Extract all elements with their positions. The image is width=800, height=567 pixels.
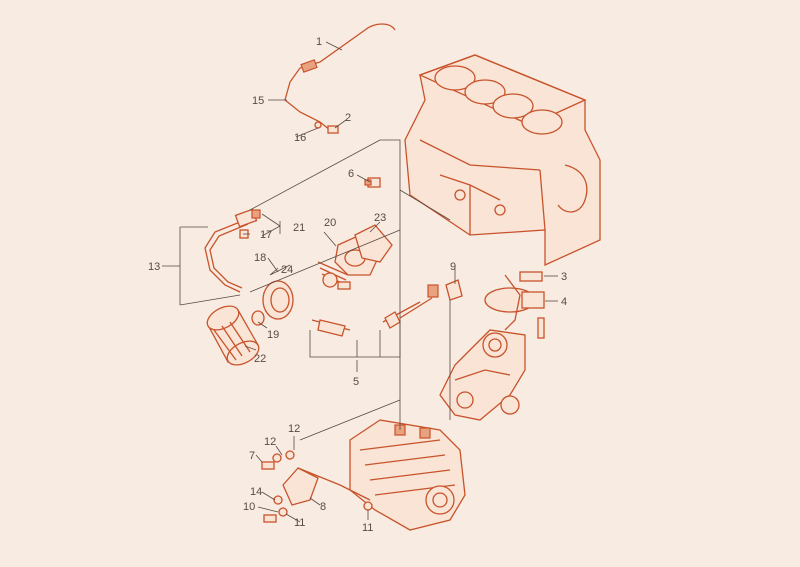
callout-8: 8	[320, 501, 326, 513]
callout-3: 3	[561, 271, 567, 283]
callout-19: 19	[267, 329, 279, 341]
callout-2: 2	[345, 112, 351, 124]
callout-15: 15	[252, 95, 264, 107]
callout-20: 20	[324, 217, 336, 229]
callout-5: 5	[353, 376, 359, 388]
callout-7: 7	[249, 450, 255, 462]
callout-22: 22	[254, 353, 266, 365]
sensor	[364, 177, 381, 188]
oil-strainer	[484, 271, 545, 339]
callout-12-left: 12	[264, 436, 276, 448]
callout-16: 16	[294, 132, 306, 144]
callout-9: 9	[450, 261, 456, 273]
callout-11-pump: 11	[362, 522, 373, 534]
callout-11-bracket: 11	[294, 517, 305, 529]
callout-23: 23	[374, 212, 386, 224]
callout-10: 10	[243, 501, 255, 513]
callout-24: 24	[281, 264, 293, 276]
pump-bracket	[261, 450, 373, 523]
injection-pipe	[284, 23, 396, 134]
fuel-injection-pump	[349, 419, 466, 531]
callout-18: 18	[254, 252, 266, 264]
banjo-fitting	[445, 279, 463, 301]
engine-block	[404, 54, 601, 267]
oil-pipe	[204, 208, 261, 293]
callout-17: 17	[260, 229, 272, 241]
callout-21: 21	[293, 222, 305, 234]
coolant-hose	[311, 284, 439, 337]
thermostat-housing	[317, 224, 393, 290]
callout-14: 14	[250, 486, 262, 498]
callout-labels: 1 2 3 4 5 6 7 8 9 10 11 11 12 12 13 14 1…	[148, 36, 567, 534]
oil-filter	[206, 305, 260, 366]
leader-lines	[162, 41, 558, 523]
oil-filter-head	[251, 280, 294, 326]
callout-1: 1	[316, 36, 322, 48]
callout-13: 13	[148, 261, 160, 273]
callout-12-right: 12	[288, 423, 300, 435]
callout-6: 6	[348, 168, 354, 180]
callout-4: 4	[561, 296, 567, 308]
water-pump-housing	[439, 329, 526, 421]
